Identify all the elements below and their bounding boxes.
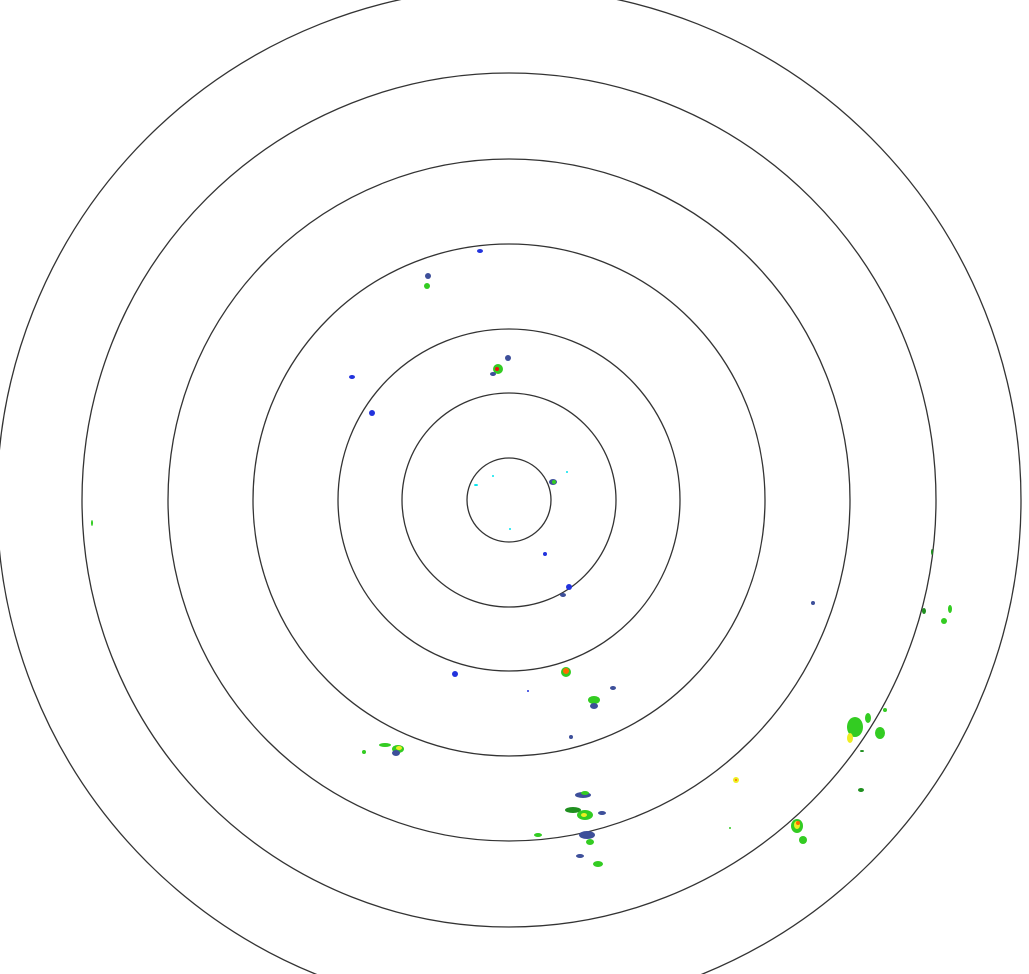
echo-cell-moderate — [729, 827, 731, 829]
range-ring-3 — [337, 328, 681, 672]
echo-cell-moderate — [847, 717, 863, 737]
echo-cell-light-dark — [392, 750, 400, 756]
echo-cell-light-dark — [579, 831, 595, 839]
echo-cell-heavy — [581, 813, 587, 817]
echo-cell-light-dark — [505, 355, 511, 361]
echo-cell-moderate — [581, 791, 589, 795]
echo-cell-moderate — [588, 696, 600, 704]
echo-cell-heavy — [847, 733, 853, 743]
echo-cell-moderate — [883, 708, 887, 712]
echo-cell-light-dark — [560, 593, 566, 597]
echo-cell-moderate — [362, 750, 366, 754]
echo-cell-moderate — [875, 727, 885, 739]
echo-cell-light-dark — [811, 601, 815, 605]
echo-cell-light-dark — [590, 703, 598, 709]
echo-cell-intense — [563, 668, 569, 674]
echo-cell-light — [477, 249, 483, 253]
echo-cell-moderate-dark — [565, 807, 581, 813]
echo-cell-moderate — [941, 618, 947, 624]
range-ring-1 — [466, 457, 552, 543]
echo-cell-moderate — [424, 283, 430, 289]
echo-cell-moderate-dark — [858, 788, 864, 792]
range-ring-5 — [167, 158, 851, 842]
echo-cell-light — [527, 690, 529, 692]
range-ring-6 — [81, 72, 937, 928]
echo-cell-moderate — [586, 839, 594, 845]
echo-cell-light — [543, 552, 547, 556]
echo-cell-light — [452, 671, 458, 677]
echo-cell-moderate-dark — [931, 549, 933, 555]
precipitation-echoes — [91, 249, 952, 867]
echo-cell-moderate-dark — [922, 608, 926, 614]
range-ring-2 — [401, 392, 617, 608]
echo-cell-light — [566, 584, 572, 590]
echo-cell-moderate — [593, 861, 603, 867]
echo-cell-light-dark — [598, 811, 606, 815]
echo-cell-very-light — [566, 471, 568, 473]
echo-cell-moderate — [91, 520, 93, 526]
echo-cell-light-dark — [425, 273, 431, 279]
echo-cell-moderate — [948, 605, 952, 613]
echo-cell-very-light — [492, 475, 494, 477]
echo-cell-very-light — [474, 484, 478, 486]
echo-cell-moderate — [379, 743, 391, 747]
echo-cell-light-dark — [569, 735, 573, 739]
echo-cell-moderate — [552, 480, 556, 484]
echo-cell-light — [369, 410, 375, 416]
echo-cell-light — [349, 375, 355, 379]
echo-cell-very-light — [509, 528, 511, 530]
echo-cell-moderate — [865, 713, 871, 723]
echo-cell-intense — [735, 779, 737, 781]
echo-cell-heavy — [396, 746, 402, 750]
echo-cell-light-dark — [610, 686, 616, 690]
echo-cell-moderate — [534, 833, 542, 837]
echo-cell-moderate — [799, 836, 807, 844]
echo-cell-moderate-dark — [860, 750, 864, 752]
echo-cell-light-dark — [576, 854, 584, 858]
echo-cell-intense — [796, 821, 800, 825]
range-ring-4 — [252, 243, 766, 757]
echo-cell-extreme — [495, 367, 499, 371]
echo-cell-light-dark — [490, 372, 496, 376]
